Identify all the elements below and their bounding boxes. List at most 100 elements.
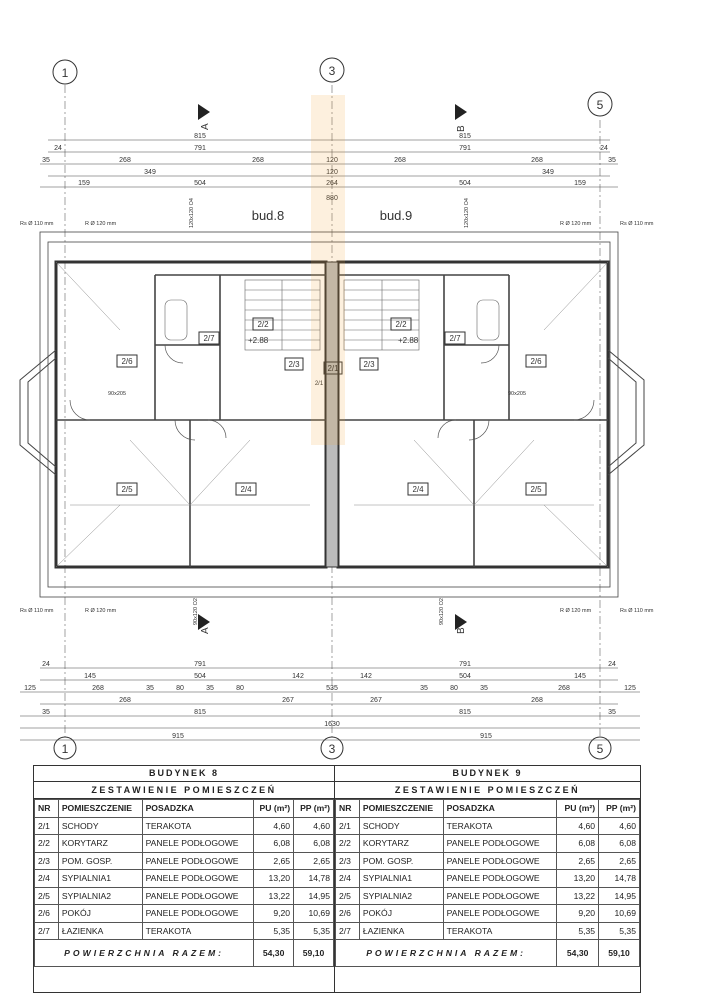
col-header: POSADZKA [442, 799, 558, 818]
table-cell: TERAKOTA [141, 816, 255, 835]
window-labels: 120x120 O4 120x120 O4 90x120 O2 90x120 O… [108, 198, 526, 625]
top-dim: 349 [542, 169, 554, 176]
room-2-7-right: 2/7 [449, 334, 461, 343]
window-label: 90x120 O2 [193, 598, 199, 625]
roof-slope-lines [55, 261, 609, 568]
schedule-table: NR POMIESZCZENIE POSADZKA PU (m²) PP (m²… [334, 799, 640, 967]
top-dim: 159 [78, 180, 90, 187]
building-heading: BUDYNEK 8 [34, 766, 334, 782]
table-cell: 4,60 [598, 816, 640, 835]
bottom-dim: 125 [24, 685, 36, 692]
bottom-dim: 267 [282, 697, 294, 704]
pipe-label: Rs Ø 110 mm [20, 221, 54, 227]
top-dim: 268 [394, 157, 406, 164]
bottom-dim: 815 [459, 709, 471, 716]
building-heading: BUDYNEK 9 [335, 766, 640, 782]
top-dim: 35 [608, 157, 616, 164]
table-cell: 2/2 [34, 834, 59, 853]
axis-label-5: 5 [597, 98, 604, 112]
top-dim: 791 [459, 145, 471, 152]
table-cell: SYPIALNIA1 [358, 869, 444, 888]
axis-bubbles-top: 1 3 5 [52, 57, 613, 117]
table-cell: 14,95 [293, 886, 334, 905]
staircase-left [244, 279, 321, 351]
table-cell: PANELE PODŁOGOWE [141, 904, 255, 923]
room-2-2-right: 2/2 [395, 320, 407, 329]
table-cell: 2/6 [335, 904, 360, 923]
table-cell: PANELE PODŁOGOWE [442, 834, 558, 853]
room-2-3-right: 2/3 [363, 360, 375, 369]
table-cell: 2/4 [34, 869, 59, 888]
bottom-dim: 267 [370, 697, 382, 704]
section-b-bottom: B [456, 627, 467, 634]
table-cell: ŁAZIENKA [358, 921, 444, 940]
bottom-dim: 268 [92, 685, 104, 692]
table-cell: SCHODY [57, 816, 143, 835]
bottom-dim: 142 [292, 673, 304, 680]
axis-label-1: 1 [62, 66, 69, 80]
room-2-7-left: 2/7 [203, 334, 215, 343]
door-swings [69, 344, 595, 441]
table-cell: 13,22 [556, 886, 600, 905]
table-cell: 6,08 [253, 834, 295, 853]
table-cell: 4,60 [253, 816, 295, 835]
table-cell: SCHODY [358, 816, 444, 835]
table-cell: 2,65 [293, 851, 334, 870]
table-cell: 2,65 [556, 851, 600, 870]
table-cell: SYPIALNIA2 [358, 886, 444, 905]
table-cell: ŁAZIENKA [57, 921, 143, 940]
bottom-dim: 535 [326, 685, 338, 692]
table-cell: 2/2 [335, 834, 360, 853]
bottom-dim: 80 [450, 685, 458, 692]
room-2-4-right: 2/4 [412, 485, 424, 494]
pipe-label: R Ø 120 mm [560, 221, 592, 227]
col-header: PP (m²) [293, 799, 334, 818]
bottom-dimension-text: 24 791 791 24 145 504 142 142 504 145 12… [24, 661, 636, 740]
table-cell: TERAKOTA [442, 816, 558, 835]
section-b-top: B [456, 125, 467, 132]
bottom-dim: 35 [480, 685, 488, 692]
bottom-dim: 815 [194, 709, 206, 716]
table-cell: 2/5 [34, 886, 59, 905]
section-a-bottom: A [200, 627, 211, 634]
table-cell: POKÓJ [57, 904, 143, 923]
room-2-3-left: 2/3 [288, 360, 300, 369]
table-cell: 13,20 [253, 869, 295, 888]
schedule-building-8: BUDYNEK 8 ZESTAWIENIE POMIESZCZEŃ NR POM… [33, 766, 335, 992]
bottom-dim: 80 [236, 685, 244, 692]
table-cell: 5,35 [598, 921, 640, 940]
building-9-label: bud.9 [380, 208, 413, 223]
table-cell: 9,20 [253, 904, 295, 923]
room-2-1-left: 2/1 [327, 364, 339, 373]
pipe-label: Rs Ø 110 mm [620, 608, 654, 614]
top-dim: 268 [252, 157, 264, 164]
room-2-4-left: 2/4 [240, 485, 252, 494]
bottom-dim: 268 [531, 697, 543, 704]
floor-plan-drawing: 1 3 5 1 3 5 A B A B 815 815 24 791 791 [19, 57, 654, 760]
table-cell: 2/7 [335, 921, 360, 940]
table-cell: 5,35 [293, 921, 334, 940]
table-cell: TERAKOTA [141, 921, 255, 940]
table-cell: 2/1 [34, 816, 59, 835]
col-header: PU (m²) [253, 799, 295, 818]
table-cell: 13,22 [253, 886, 295, 905]
top-dim: 791 [194, 145, 206, 152]
level-mark-left: +2.88 [248, 336, 269, 345]
bay-windows [19, 349, 645, 476]
top-dim: 159 [574, 180, 586, 187]
table-cell: SYPIALNIA2 [57, 886, 143, 905]
col-header: PP (m²) [598, 799, 640, 818]
schedule-title: ZESTAWIENIE POMIESZCZEŃ [34, 782, 334, 799]
bottom-dim: 915 [172, 733, 184, 740]
table-cell: 2/5 [335, 886, 360, 905]
table-cell: 14,78 [598, 869, 640, 888]
table-cell: 2/3 [335, 851, 360, 870]
